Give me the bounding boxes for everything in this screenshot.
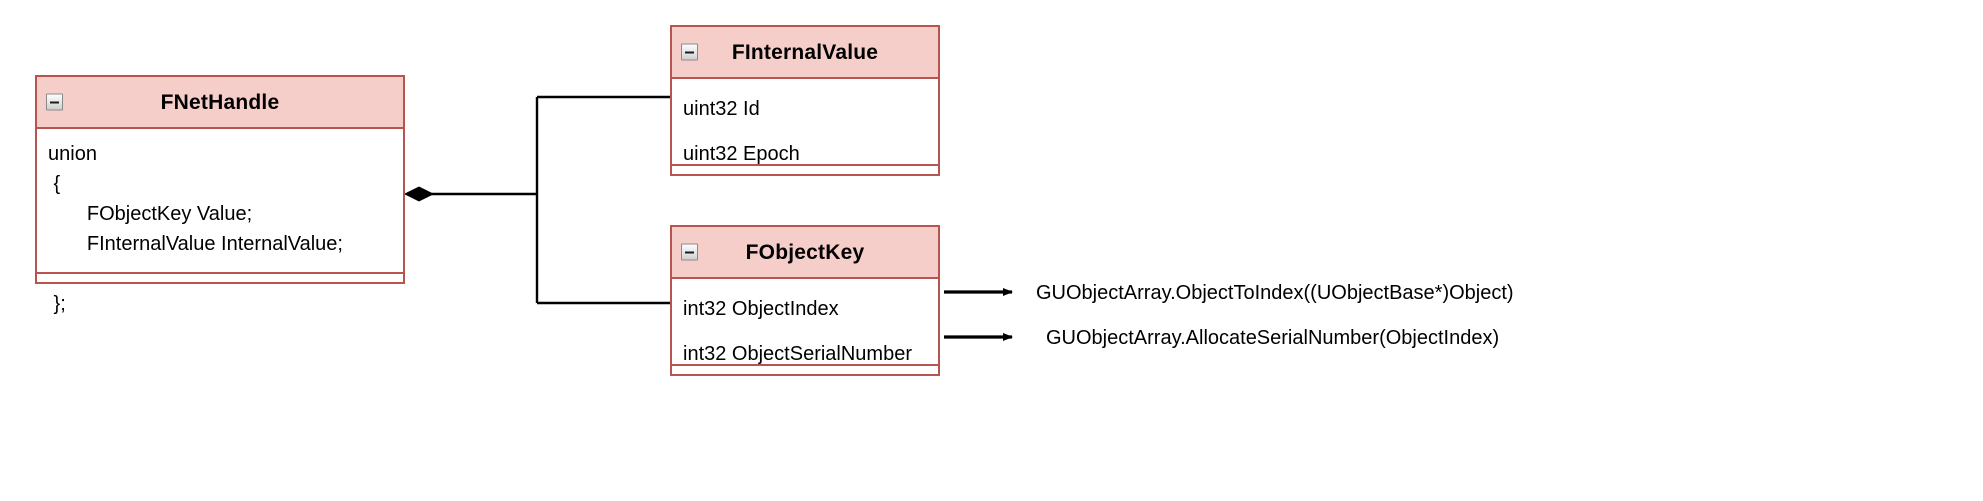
attribute-row: int32 ObjectIndex [683,298,839,320]
class-body-finternalvalue: uint32 Id uint32 Epoch [672,79,938,174]
class-title-fnethandle: FNetHandle [160,90,280,114]
class-footer-fobjectkey [672,364,938,374]
class-box-fnethandle[interactable]: FNetHandle union { FObjectKey Value; FIn… [35,75,405,315]
edge-label-allocate-serial-number: GUObjectArray.AllocateSerialNumber(Objec… [1046,327,1500,349]
code-line-fobjectkey-value: FObjectKey Value; [48,203,253,225]
code-line-close-brace: }; [48,293,66,315]
attribute-row: uint32 Id [683,98,760,120]
class-body-fnethandle: union { FObjectKey Value; FInternalValue… [37,129,403,315]
class-footer-finternalvalue [672,164,938,174]
class-header-fnethandle: FNetHandle [37,77,403,129]
class-footer-fnethandle [37,272,403,282]
minus-icon[interactable] [46,93,63,111]
class-header-fobjectkey: FObjectKey [672,227,938,279]
class-title-fobjectkey: FObjectKey [745,240,865,264]
minus-icon[interactable] [681,43,698,61]
class-box-finternalvalue[interactable]: FInternalValue uint32 Id uint32 Epoch [670,25,940,176]
class-header-finternalvalue: FInternalValue [672,27,938,79]
composition-connector [403,95,670,305]
minus-icon[interactable] [681,243,698,261]
class-body-fobjectkey: int32 ObjectIndex int32 ObjectSerialNumb… [672,279,938,374]
class-box-fobjectkey[interactable]: FObjectKey int32 ObjectIndex int32 Objec… [670,225,940,376]
filled-diamond-icon [403,186,435,202]
class-title-finternalvalue: FInternalValue [731,40,879,64]
code-line-finternalvalue-internalvalue: FInternalValue InternalValue; [48,233,343,255]
code-line-union: union [48,143,97,165]
attribute-row: int32 ObjectSerialNumber [683,343,912,365]
code-line-open-brace: { [48,173,61,195]
class-code-fnethandle: union { FObjectKey Value; FInternalValue… [48,139,343,319]
edge-label-object-to-index: GUObjectArray.ObjectToIndex((UObjectBase… [1036,282,1514,304]
attribute-row: uint32 Epoch [683,143,800,165]
